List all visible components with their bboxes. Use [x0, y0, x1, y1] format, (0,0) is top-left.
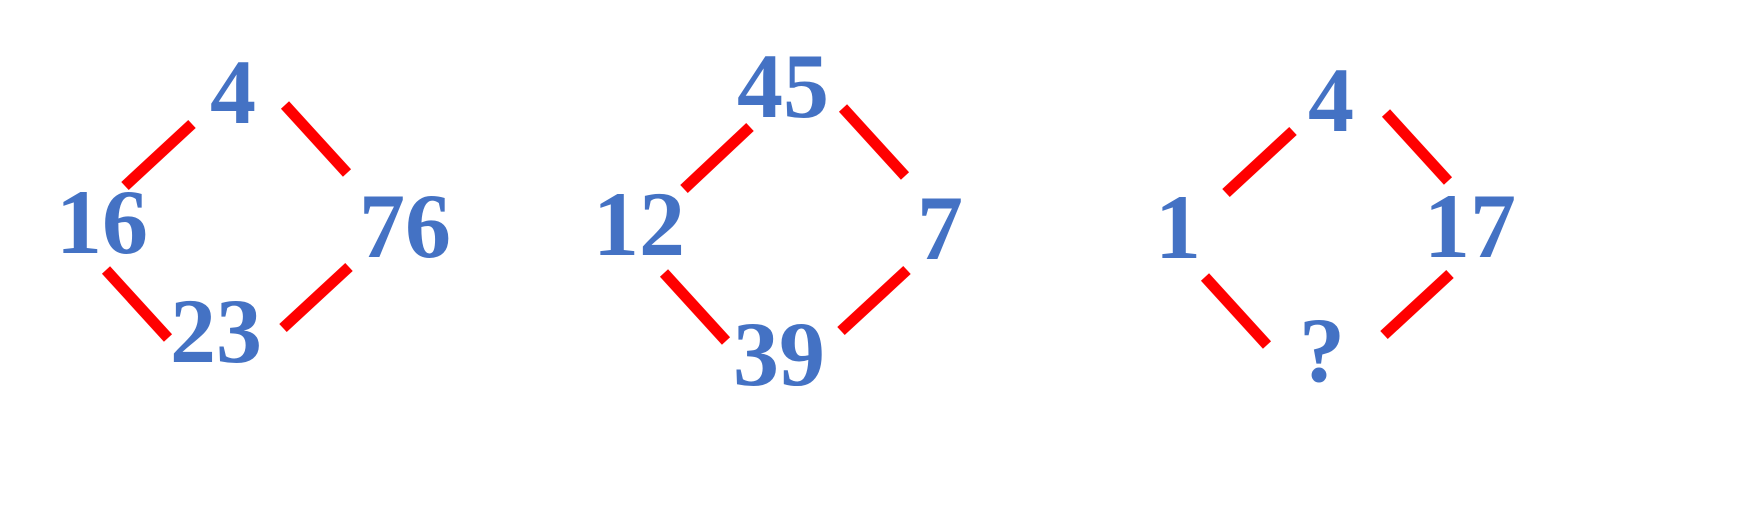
diamond-1-connectors: [101, 101, 353, 342]
connector-right-bottom: [1380, 269, 1454, 340]
number-bottom: 23: [170, 280, 262, 382]
connector-left-bottom: [101, 266, 173, 342]
number-top: 4: [1308, 49, 1354, 151]
connector-right-bottom: [837, 265, 911, 336]
connector-top-left: [680, 122, 754, 194]
connector-right-bottom: [279, 262, 353, 333]
connector-top-left: [1222, 126, 1297, 198]
number-left: 12: [593, 173, 685, 275]
unknown-placeholder: ?: [1299, 299, 1345, 401]
diamond-2-connectors: [659, 104, 911, 345]
connector-left-bottom: [659, 269, 731, 345]
number-bottom: 39: [733, 303, 825, 405]
number-left: 16: [56, 171, 148, 273]
connector-top-right: [280, 101, 352, 177]
number-left: 1: [1155, 176, 1201, 278]
connector-top-left: [121, 119, 196, 191]
connector-left-bottom: [1200, 273, 1272, 349]
number-diamond-1: 4 16 76 23: [0, 0, 580, 511]
number-right: 76: [359, 175, 451, 277]
number-top: 45: [737, 35, 829, 137]
number-right: 7: [917, 177, 963, 279]
connector-top-right: [1381, 109, 1453, 185]
connector-top-right: [838, 104, 910, 180]
number-top: 4: [210, 41, 256, 143]
diamond-3-connectors: [1200, 109, 1454, 349]
number-right: 17: [1424, 175, 1516, 277]
number-diamond-3: 4 1 17 ?: [1155, 0, 1740, 511]
number-diamond-2: 45 12 7 39: [580, 0, 1160, 511]
